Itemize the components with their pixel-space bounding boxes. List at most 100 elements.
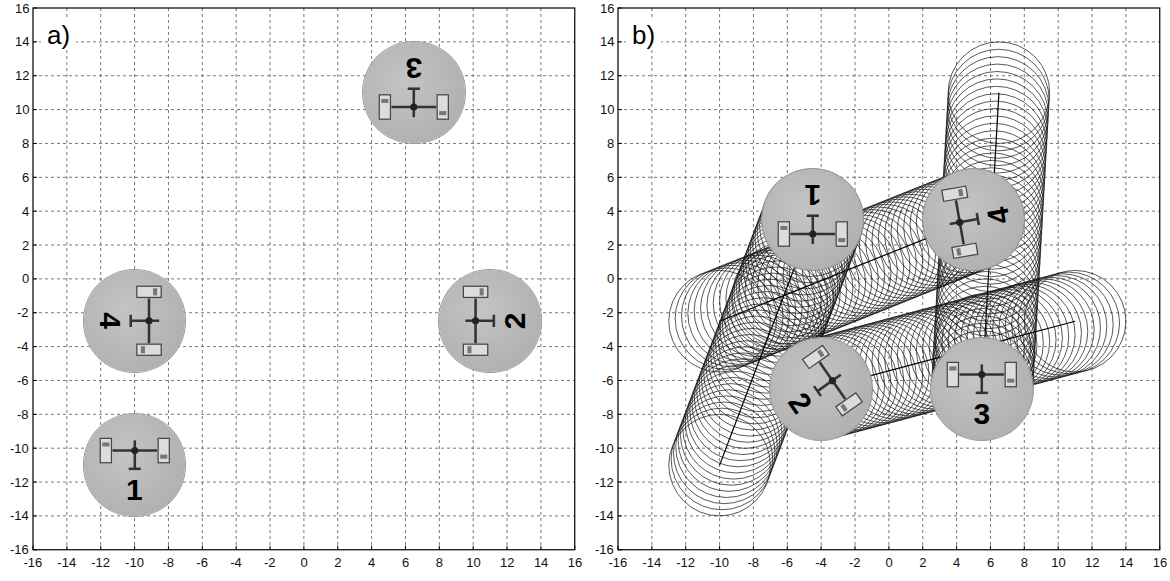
grid-line (33, 109, 575, 110)
robot-axle (950, 219, 978, 224)
robot-wheel (958, 189, 963, 197)
robot-wheel (1005, 363, 1016, 387)
robot-body: 1 (762, 169, 864, 271)
robot-number: 4 (982, 205, 1014, 227)
grid-line (33, 211, 575, 212)
grid-line (618, 41, 1160, 42)
x-tick-label: 8 (1021, 556, 1028, 569)
robot-number: 2 (500, 313, 530, 330)
grid-line (651, 8, 652, 550)
robot-body: 4 (84, 270, 186, 372)
y-tick-label: 16 (15, 2, 29, 15)
robot-axle (976, 392, 988, 395)
axes-frame (33, 8, 575, 550)
x-tick-label: 2 (919, 556, 926, 569)
grid-line (922, 8, 923, 550)
robot-hub (472, 318, 479, 325)
robot-axle (133, 441, 136, 469)
x-tick-label: 12 (1085, 556, 1099, 569)
robot-wheel (464, 287, 488, 298)
robot-number: 2 (783, 388, 817, 419)
robot-wheel (137, 287, 161, 298)
robot-wheel (836, 222, 847, 246)
robot-wheel (836, 393, 862, 416)
robot-hub (809, 230, 816, 237)
robot-number: 4 (94, 313, 124, 330)
y-tick-label: 16 (600, 2, 614, 15)
robot-wheel (956, 248, 961, 256)
y-tick-label: -12 (10, 476, 29, 489)
grid-line (33, 143, 575, 144)
y-tick-label: -16 (595, 543, 614, 556)
robot-axle (408, 87, 420, 90)
y-tick-label: -8 (602, 408, 614, 421)
robot-body: 2 (439, 270, 541, 372)
robot-wheel (137, 345, 161, 356)
y-tick-label: -8 (17, 408, 29, 421)
robot-wheel (158, 439, 169, 463)
grid-line (540, 8, 541, 550)
robot-body: 4 (915, 161, 1033, 279)
grid-line (1058, 8, 1059, 550)
grid-line (618, 414, 1160, 415)
y-tick-label: 6 (22, 171, 29, 184)
robot-number: 3 (973, 399, 990, 429)
robot-disc: 3 (363, 42, 465, 144)
robot-wheel (480, 289, 484, 296)
robot-disc: 4 (84, 270, 186, 372)
robot-axle (820, 362, 846, 399)
x-tick-label: -16 (609, 556, 628, 569)
y-tick-label: -14 (10, 509, 29, 522)
robot-disc: 4 (923, 169, 1025, 271)
robot-axle (129, 315, 132, 327)
robot-wheel (780, 226, 787, 230)
y-tick-label: -2 (17, 306, 29, 319)
grid-line (618, 75, 1160, 76)
y-tick-label: 2 (607, 239, 614, 252)
x-tick-label: 14 (1119, 556, 1133, 569)
robot-number: 3 (406, 53, 423, 83)
robot-axle (466, 320, 494, 323)
x-tick-label: -4 (815, 556, 827, 569)
y-tick-label: -16 (10, 543, 29, 556)
robot-wheel (841, 404, 848, 412)
x-tick-label: -2 (849, 556, 861, 569)
grid-line (66, 8, 67, 550)
robot-wheel (468, 347, 472, 354)
robot-axle (493, 315, 496, 327)
y-tick-label: 10 (600, 103, 614, 116)
robot-hub (131, 447, 138, 454)
robot-chassis (915, 161, 1033, 279)
x-tick-label: -14 (57, 556, 76, 569)
axes-frame (618, 8, 1160, 550)
grid-line (33, 177, 575, 178)
robot-disc: 2 (439, 270, 541, 372)
robot-wheel (102, 443, 109, 447)
robot-axle (956, 200, 964, 244)
robot-wheel (100, 439, 111, 463)
panel-label: b) (626, 20, 661, 50)
y-tick-label: 10 (15, 103, 29, 116)
trail-circle (762, 169, 864, 271)
trail-circle (923, 169, 1025, 271)
robot-wheel (942, 186, 968, 201)
robot-wheel (1007, 379, 1014, 383)
y-tick-label: 0 (607, 272, 614, 285)
y-tick-label: -10 (595, 442, 614, 455)
grid-line (33, 515, 575, 516)
robot-axle (128, 468, 140, 471)
grid-line (618, 177, 1160, 178)
x-tick-label: -14 (642, 556, 661, 569)
robot-disc: 2 (770, 338, 872, 440)
x-tick-label: 16 (568, 556, 582, 569)
y-tick-label: 2 (22, 239, 29, 252)
y-tick-label: -6 (17, 374, 29, 387)
x-tick-label: 10 (1051, 556, 1065, 569)
robot-axle (811, 216, 814, 244)
robot-axle (413, 89, 416, 117)
robot-disc: 1 (84, 414, 186, 516)
y-tick-label: 8 (22, 137, 29, 150)
grid-line (236, 8, 237, 550)
trail-circle (931, 338, 1033, 440)
x-tick-label: -10 (125, 556, 144, 569)
